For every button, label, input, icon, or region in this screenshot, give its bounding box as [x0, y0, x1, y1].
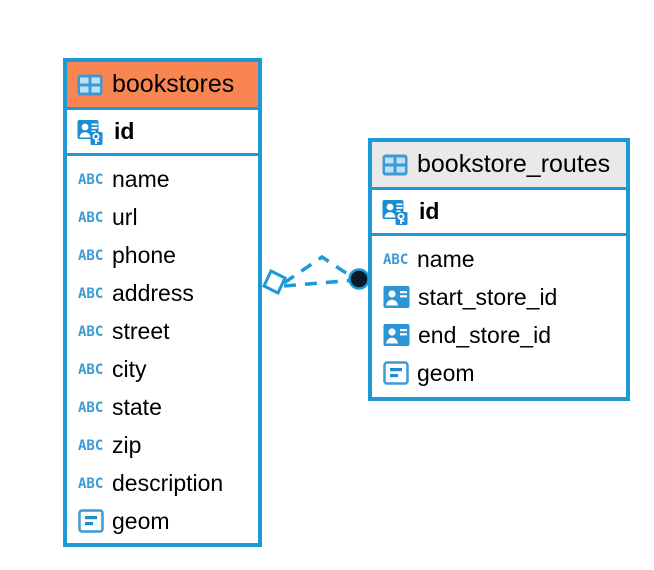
- abc-text-icon: ABC: [78, 475, 104, 491]
- svg-text:ABC: ABC: [383, 252, 408, 267]
- field-list-bookstores: ABC name ABC url ABC pho: [67, 156, 258, 546]
- entity-table-bookstore-routes[interactable]: bookstore_routes: [368, 138, 630, 401]
- diamond-endpoint-icon: [262, 268, 287, 296]
- field-label: url: [112, 203, 138, 230]
- field-row[interactable]: ABC city: [67, 350, 258, 388]
- field-label: street: [112, 317, 170, 344]
- field-label: start_store_id: [418, 283, 558, 310]
- svg-text:ABC: ABC: [78, 476, 103, 491]
- primary-key-label: id: [114, 118, 135, 144]
- field-row[interactable]: ABC description: [67, 464, 258, 502]
- field-label: geom: [417, 359, 475, 386]
- geometry-icon: [78, 509, 104, 533]
- abc-text-icon: ABC: [78, 247, 104, 263]
- field-label: state: [112, 393, 162, 420]
- field-label: end_store_id: [418, 321, 551, 348]
- field-label: city: [112, 355, 147, 382]
- primary-key-label: id: [419, 198, 440, 224]
- primary-key-row[interactable]: id: [372, 190, 626, 236]
- relationship-line-upper: [283, 254, 356, 285]
- entity-header-bookstore-routes[interactable]: bookstore_routes: [372, 142, 626, 190]
- field-row[interactable]: ABC url: [67, 198, 258, 236]
- field-row[interactable]: ABC phone: [67, 236, 258, 274]
- field-row[interactable]: geom: [372, 354, 626, 392]
- svg-text:ABC: ABC: [78, 172, 103, 187]
- field-row[interactable]: ABC address: [67, 274, 258, 312]
- circle-endpoint-icon: [348, 268, 370, 290]
- primary-key-icon: [382, 198, 410, 226]
- field-label: phone: [112, 241, 176, 268]
- relationship-line-lower: [283, 278, 356, 288]
- field-row[interactable]: start_store_id: [372, 278, 626, 316]
- entity-table-bookstores[interactable]: bookstores: [63, 58, 262, 547]
- svg-text:ABC: ABC: [78, 324, 103, 339]
- field-label: name: [112, 165, 170, 192]
- svg-text:ABC: ABC: [78, 286, 103, 301]
- abc-text-icon: ABC: [78, 323, 104, 339]
- field-label: address: [112, 279, 194, 306]
- field-row[interactable]: ABC name: [67, 160, 258, 198]
- field-row[interactable]: geom: [67, 502, 258, 540]
- abc-text-icon: ABC: [78, 399, 104, 415]
- field-label: geom: [112, 507, 170, 534]
- field-row[interactable]: ABC state: [67, 388, 258, 426]
- field-row[interactable]: ABC name: [372, 240, 626, 278]
- entity-header-bookstores[interactable]: bookstores: [67, 62, 258, 110]
- field-label: zip: [112, 431, 142, 458]
- entity-title: bookstore_routes: [417, 150, 611, 178]
- field-row[interactable]: end_store_id: [372, 316, 626, 354]
- svg-text:ABC: ABC: [78, 438, 103, 453]
- field-row[interactable]: ABC street: [67, 312, 258, 350]
- foreign-key-icon: [383, 323, 410, 347]
- primary-key-row[interactable]: id: [67, 110, 258, 156]
- entity-title: bookstores: [112, 70, 235, 98]
- field-row[interactable]: ABC zip: [67, 426, 258, 464]
- abc-text-icon: ABC: [78, 209, 104, 225]
- abc-text-icon: ABC: [78, 361, 104, 377]
- geometry-icon: [383, 361, 409, 385]
- field-label: name: [417, 245, 475, 272]
- field-label: description: [112, 469, 224, 496]
- abc-text-icon: ABC: [78, 285, 104, 301]
- table-icon: [77, 74, 103, 96]
- svg-text:ABC: ABC: [78, 248, 103, 263]
- foreign-key-icon: [383, 285, 410, 309]
- primary-key-icon: [77, 118, 105, 146]
- table-icon: [382, 154, 408, 176]
- svg-text:ABC: ABC: [78, 400, 103, 415]
- abc-text-icon: ABC: [383, 251, 409, 267]
- abc-text-icon: ABC: [78, 171, 104, 187]
- svg-text:ABC: ABC: [78, 210, 103, 225]
- field-list-bookstore-routes: ABC name start_store_id: [372, 236, 626, 398]
- svg-text:ABC: ABC: [78, 362, 103, 377]
- abc-text-icon: ABC: [78, 437, 104, 453]
